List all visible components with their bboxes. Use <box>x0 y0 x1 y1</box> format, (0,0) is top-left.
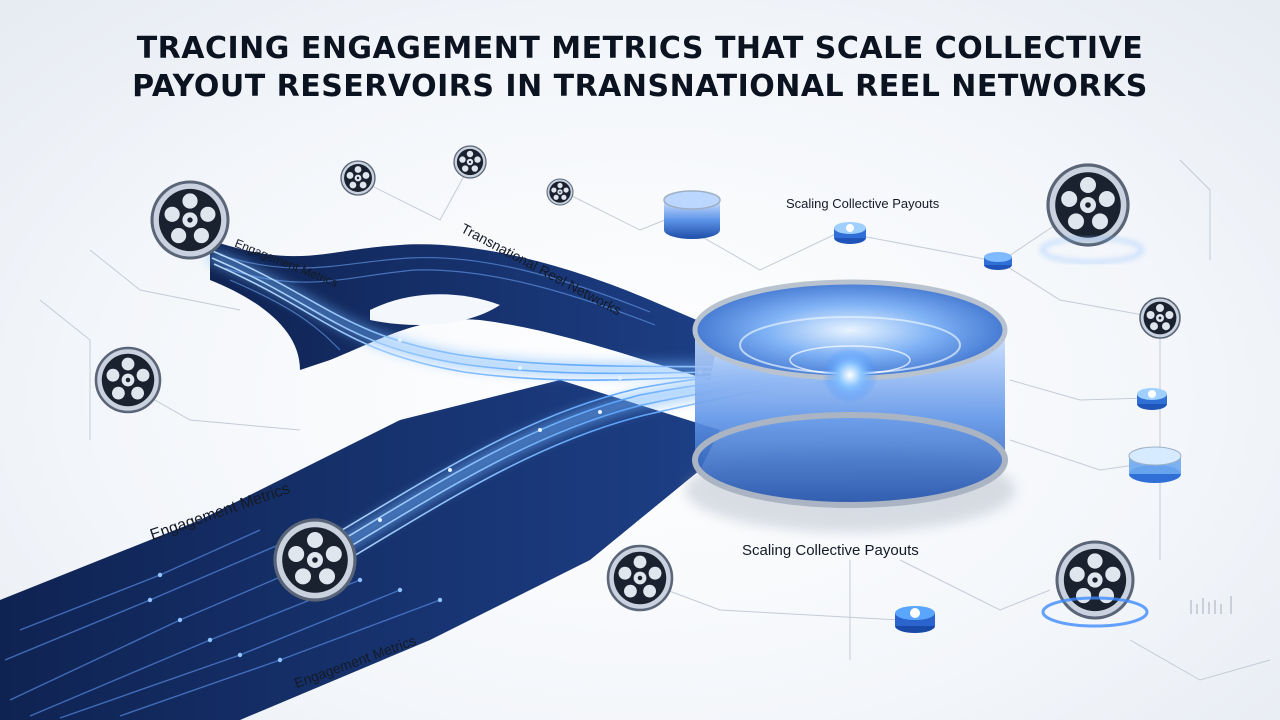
diagram-title: TRACING ENGAGEMENT METRICS THAT SCALE CO… <box>0 30 1280 106</box>
title-line-2: PAYOUT RESERVOIRS IN TRANSNATIONAL REEL … <box>132 69 1148 104</box>
circuit-road-upper <box>210 240 720 380</box>
decorative-bars <box>1190 596 1232 614</box>
title-line-1: TRACING ENGAGEMENT METRICS THAT SCALE CO… <box>136 31 1144 66</box>
small-reservoir-icon <box>663 190 721 239</box>
label-scaling-collective-payouts-bottom: Scaling Collective Payouts <box>742 542 919 559</box>
glowing-node-icon <box>834 222 1182 633</box>
collective-payout-reservoir <box>685 279 1015 532</box>
circuit-road-lower <box>0 380 720 720</box>
label-scaling-collective-payouts-top: Scaling Collective Payouts <box>786 196 940 211</box>
